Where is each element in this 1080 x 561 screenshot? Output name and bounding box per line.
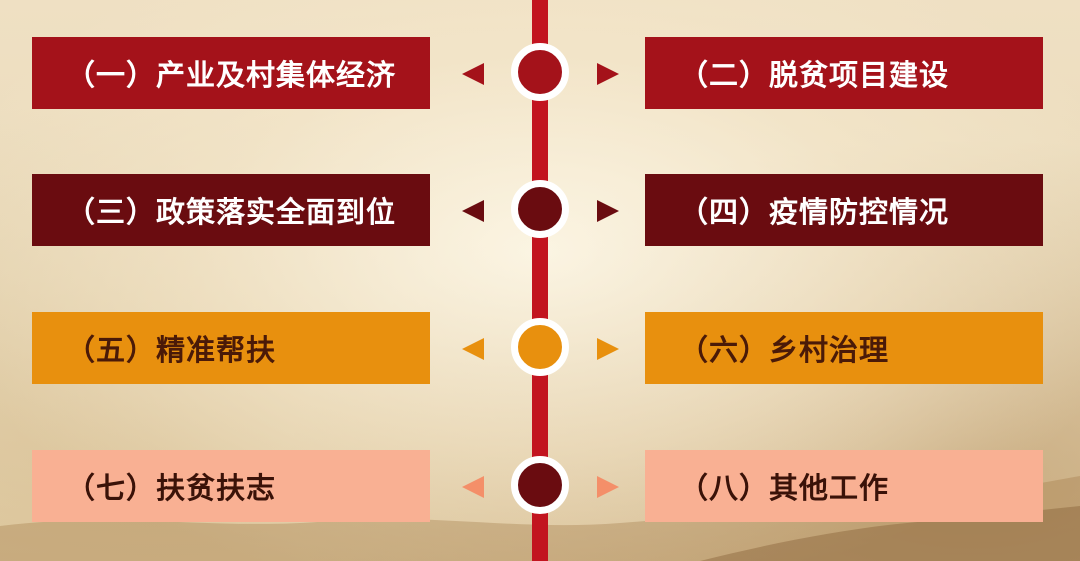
item-label: （二）脱贫项目建设 xyxy=(679,58,950,92)
item-right-2[interactable]: （二）脱贫项目建设 xyxy=(645,37,1043,109)
triangle-left-icon xyxy=(462,338,484,360)
timeline-node-4 xyxy=(511,456,569,514)
item-right-6[interactable]: （六）乡村治理 xyxy=(645,312,1043,384)
triangle-left-icon xyxy=(462,200,484,222)
timeline-node-2 xyxy=(511,180,569,238)
timeline-node-1 xyxy=(511,43,569,101)
item-label: （一）产业及村集体经济 xyxy=(66,58,397,92)
item-left-1[interactable]: （一）产业及村集体经济 xyxy=(32,37,430,109)
triangle-right-icon xyxy=(597,338,619,360)
item-label: （八）其他工作 xyxy=(679,471,890,505)
item-left-7[interactable]: （七）扶贫扶志 xyxy=(32,450,430,522)
triangle-right-icon xyxy=(597,63,619,85)
timeline-node-3 xyxy=(511,318,569,376)
timeline-row-2: （三）政策落实全面到位 （四）疫情防控情况 xyxy=(0,174,1080,246)
triangle-right-icon xyxy=(597,200,619,222)
item-label: （七）扶贫扶志 xyxy=(66,471,277,505)
timeline-row-3: （五）精准帮扶 （六）乡村治理 xyxy=(0,312,1080,384)
timeline-line xyxy=(532,0,548,561)
item-right-8[interactable]: （八）其他工作 xyxy=(645,450,1043,522)
triangle-right-icon xyxy=(597,476,619,498)
item-left-3[interactable]: （三）政策落实全面到位 xyxy=(32,174,430,246)
triangle-left-icon xyxy=(462,63,484,85)
triangle-left-icon xyxy=(462,476,484,498)
item-label: （四）疫情防控情况 xyxy=(679,195,950,229)
timeline-row-1: （一）产业及村集体经济 （二）脱贫项目建设 xyxy=(0,37,1080,109)
item-label: （五）精准帮扶 xyxy=(66,333,277,367)
item-right-4[interactable]: （四）疫情防控情况 xyxy=(645,174,1043,246)
item-left-5[interactable]: （五）精准帮扶 xyxy=(32,312,430,384)
timeline-row-4: （七）扶贫扶志 （八）其他工作 xyxy=(0,450,1080,522)
item-label: （三）政策落实全面到位 xyxy=(66,195,397,229)
item-label: （六）乡村治理 xyxy=(679,333,890,367)
